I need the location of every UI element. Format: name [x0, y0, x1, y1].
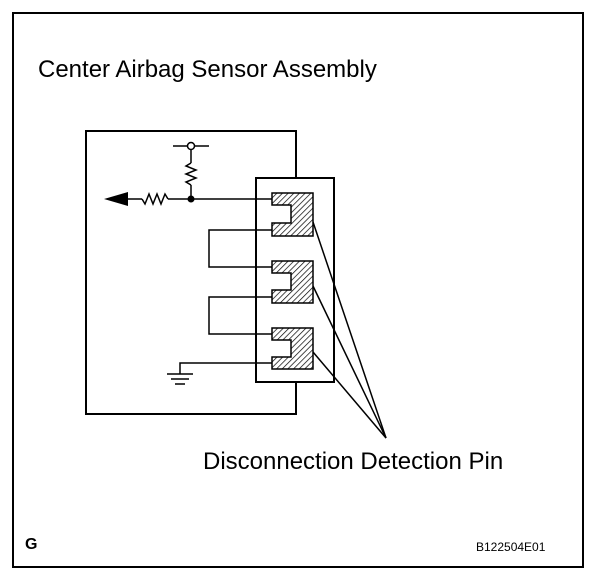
jumper-wire-upper: [208, 229, 272, 268]
terminal-1: [271, 192, 314, 237]
signal-arrow-icon: [104, 192, 128, 206]
jumper-wire-lower: [208, 296, 272, 335]
ground-wire: [179, 362, 272, 374]
diagram-frame: [12, 12, 584, 568]
terminal-2: [271, 260, 314, 304]
corner-code-left: G: [25, 536, 38, 553]
figure-id: B122504E01: [476, 540, 546, 554]
pin-label: Disconnection Detection Pin: [203, 448, 504, 475]
ground-icon: [167, 373, 193, 385]
diagram-title: Center Airbag Sensor Assembly: [38, 56, 377, 83]
terminal-3: [271, 327, 314, 370]
pin-leader-lines: [312, 221, 387, 439]
sensor-assembly-outline: [85, 130, 297, 415]
series-resistor: [128, 191, 191, 207]
pullup-resistor: [173, 141, 209, 199]
